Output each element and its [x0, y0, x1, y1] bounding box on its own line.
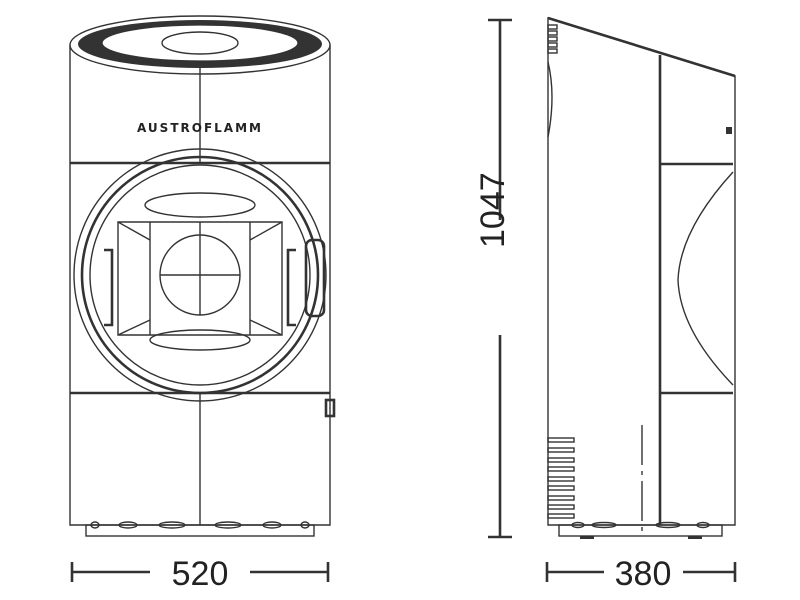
side-base [558, 521, 723, 539]
side-knob [726, 127, 732, 134]
front-view: AUSTROFLAMM [69, 15, 336, 537]
door-handle [304, 238, 326, 318]
top-vent-slots [547, 24, 558, 54]
depth-dimension: 380 [545, 555, 737, 593]
brand-logo: AUSTROFLAMM [137, 121, 263, 135]
side-view [547, 16, 736, 539]
control-knob [324, 398, 336, 418]
width-label: 520 [172, 555, 229, 593]
depth-label: 380 [615, 555, 672, 593]
fire-door [73, 148, 327, 402]
bottom-vent-slots [547, 437, 575, 519]
height-dimension: 1047 [474, 18, 512, 539]
height-label: 1047 [474, 172, 512, 248]
front-base [85, 521, 315, 537]
top-lid [69, 15, 331, 75]
width-dimension: 520 [70, 555, 330, 593]
